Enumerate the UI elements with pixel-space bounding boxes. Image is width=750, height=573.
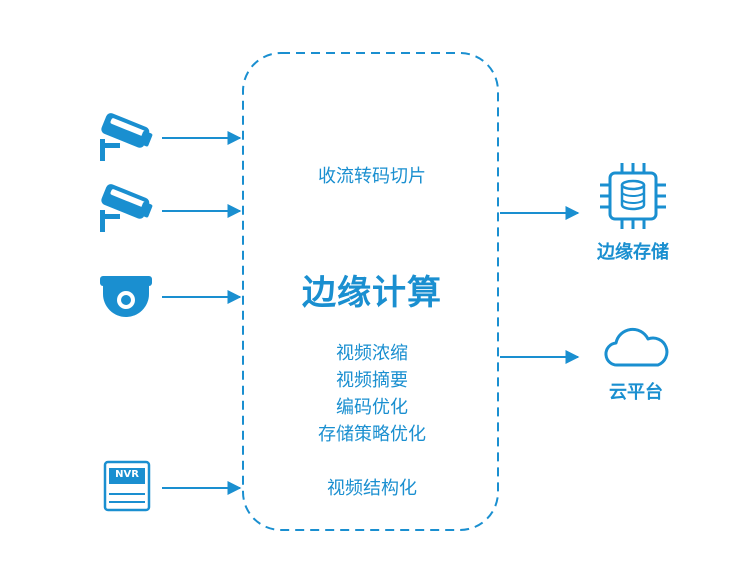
edge-computing-box: [242, 52, 499, 531]
edge-feature-3: 编码优化: [336, 397, 408, 418]
cloud-platform-label: 云平台: [609, 382, 663, 403]
edge-bottom-text: 视频结构化: [327, 478, 417, 499]
edge-feature-4: 存储策略优化: [318, 424, 426, 445]
cloud-icon: [604, 327, 669, 367]
edge-feature-2: 视频摘要: [336, 370, 408, 391]
edge-feature-1: 视频浓缩: [336, 343, 408, 364]
dome-camera-icon: [100, 276, 152, 317]
edge-title: 边缘计算: [302, 273, 442, 313]
bullet-camera-icon: [100, 184, 153, 232]
edge-storage-label: 边缘存储: [597, 242, 669, 263]
bullet-camera-icon: [100, 113, 153, 161]
nvr-device-icon: [103, 460, 151, 512]
edge-top-text: 收流转码切片: [318, 166, 426, 187]
nvr-label: NVR: [115, 469, 139, 480]
storage-chip-icon: [600, 163, 666, 229]
